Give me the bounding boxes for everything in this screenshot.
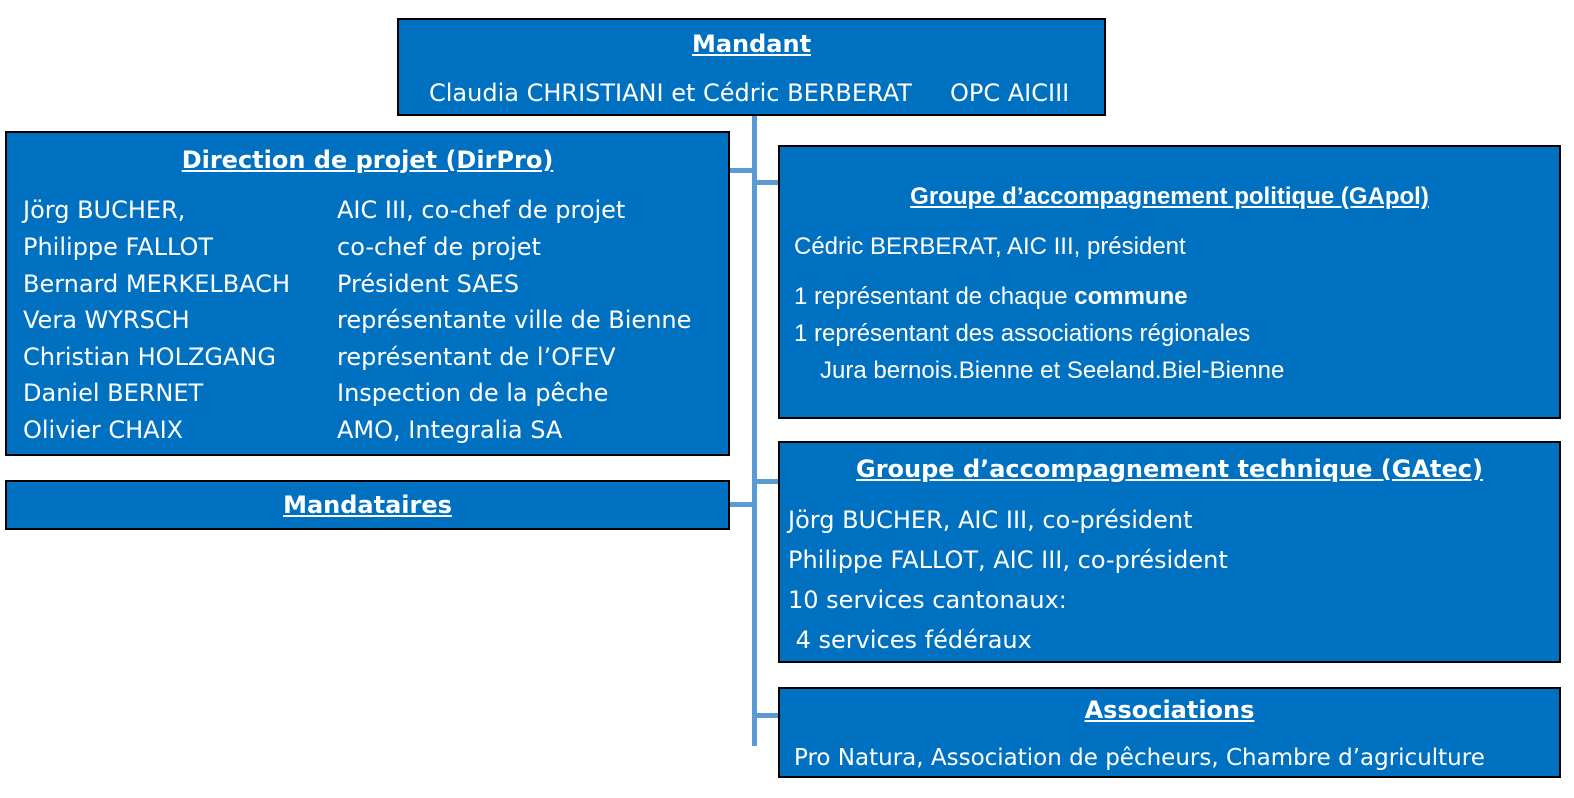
associations-members: Pro Natura, Association de pêcheurs, Cha… bbox=[794, 745, 1485, 771]
gatec-line: 10 services cantonaux: bbox=[788, 586, 1067, 614]
mandant-org: OPC AICIII bbox=[950, 79, 1070, 107]
dirpro-name: Philippe FALLOT bbox=[23, 233, 214, 261]
connector-gapol bbox=[754, 180, 780, 185]
gatec-box: Groupe d’accompagnement technique (GAtec… bbox=[778, 441, 1561, 663]
gapol-president: Cédric BERBERAT, AIC III, président bbox=[794, 233, 1186, 260]
gapol-associations-line: 1 représentant des associations régional… bbox=[794, 320, 1251, 347]
dirpro-role: co-chef de projet bbox=[337, 233, 541, 261]
connector-mandataires bbox=[728, 502, 754, 507]
dirpro-name: Bernard MERKELBACH bbox=[23, 270, 290, 298]
mandant-members: Claudia CHRISTIANI et Cédric BERBERAT bbox=[429, 79, 912, 107]
gapol-title: Groupe d’accompagnement politique (GApol… bbox=[910, 183, 1429, 210]
connector-gatec bbox=[754, 479, 780, 484]
connector-dirpro bbox=[728, 168, 754, 173]
associations-box: Associations Pro Natura, Association de … bbox=[778, 687, 1561, 778]
dirpro-role: Président SAES bbox=[337, 270, 520, 298]
associations-title: Associations bbox=[1084, 696, 1255, 724]
dirpro-role: AMO, Integralia SA bbox=[337, 416, 563, 444]
mandataires-box: Mandataires bbox=[5, 480, 730, 530]
gapol-commune-line: 1 représentant de chaque commune bbox=[794, 282, 1188, 312]
mandant-box: Mandant Claudia CHRISTIANI et Cédric BER… bbox=[397, 18, 1106, 116]
dirpro-title: Direction de projet (DirPro) bbox=[181, 146, 554, 174]
dirpro-name: Christian HOLZGANG bbox=[23, 343, 276, 371]
gatec-title: Groupe d’accompagnement technique (GAtec… bbox=[856, 455, 1483, 483]
dirpro-role: représentante ville de Bienne bbox=[337, 306, 692, 334]
mandataires-title: Mandataires bbox=[283, 491, 452, 519]
dirpro-name: Vera WYRSCH bbox=[23, 306, 190, 334]
gapol-commune-bold: commune bbox=[1074, 283, 1188, 310]
dirpro-role: AIC III, co-chef de projet bbox=[337, 196, 626, 224]
dirpro-name: Olivier CHAIX bbox=[23, 416, 184, 444]
dirpro-role: représentant de l’OFEV bbox=[337, 343, 616, 371]
dirpro-box: Direction de projet (DirPro) Jörg BUCHER… bbox=[5, 131, 730, 456]
gapol-box: Groupe d’accompagnement politique (GApol… bbox=[778, 145, 1561, 419]
dirpro-role: Inspection de la pêche bbox=[337, 379, 609, 407]
gapol-regions-line: Jura bernois.Bienne et Seeland.Biel-Bien… bbox=[820, 357, 1285, 384]
gatec-line: Jörg BUCHER, AIC III, co-président bbox=[788, 506, 1193, 534]
gapol-commune-prefix: 1 représentant de chaque bbox=[794, 283, 1075, 310]
gatec-line: Philippe FALLOT, AIC III, co-président bbox=[788, 546, 1228, 574]
dirpro-name: Jörg BUCHER, bbox=[23, 196, 186, 224]
connector-associations bbox=[754, 713, 780, 718]
mandant-title: Mandant bbox=[691, 30, 812, 58]
connector-trunk bbox=[752, 116, 757, 746]
gatec-line: 4 services fédéraux bbox=[788, 626, 1032, 654]
dirpro-name: Daniel BERNET bbox=[23, 379, 204, 407]
